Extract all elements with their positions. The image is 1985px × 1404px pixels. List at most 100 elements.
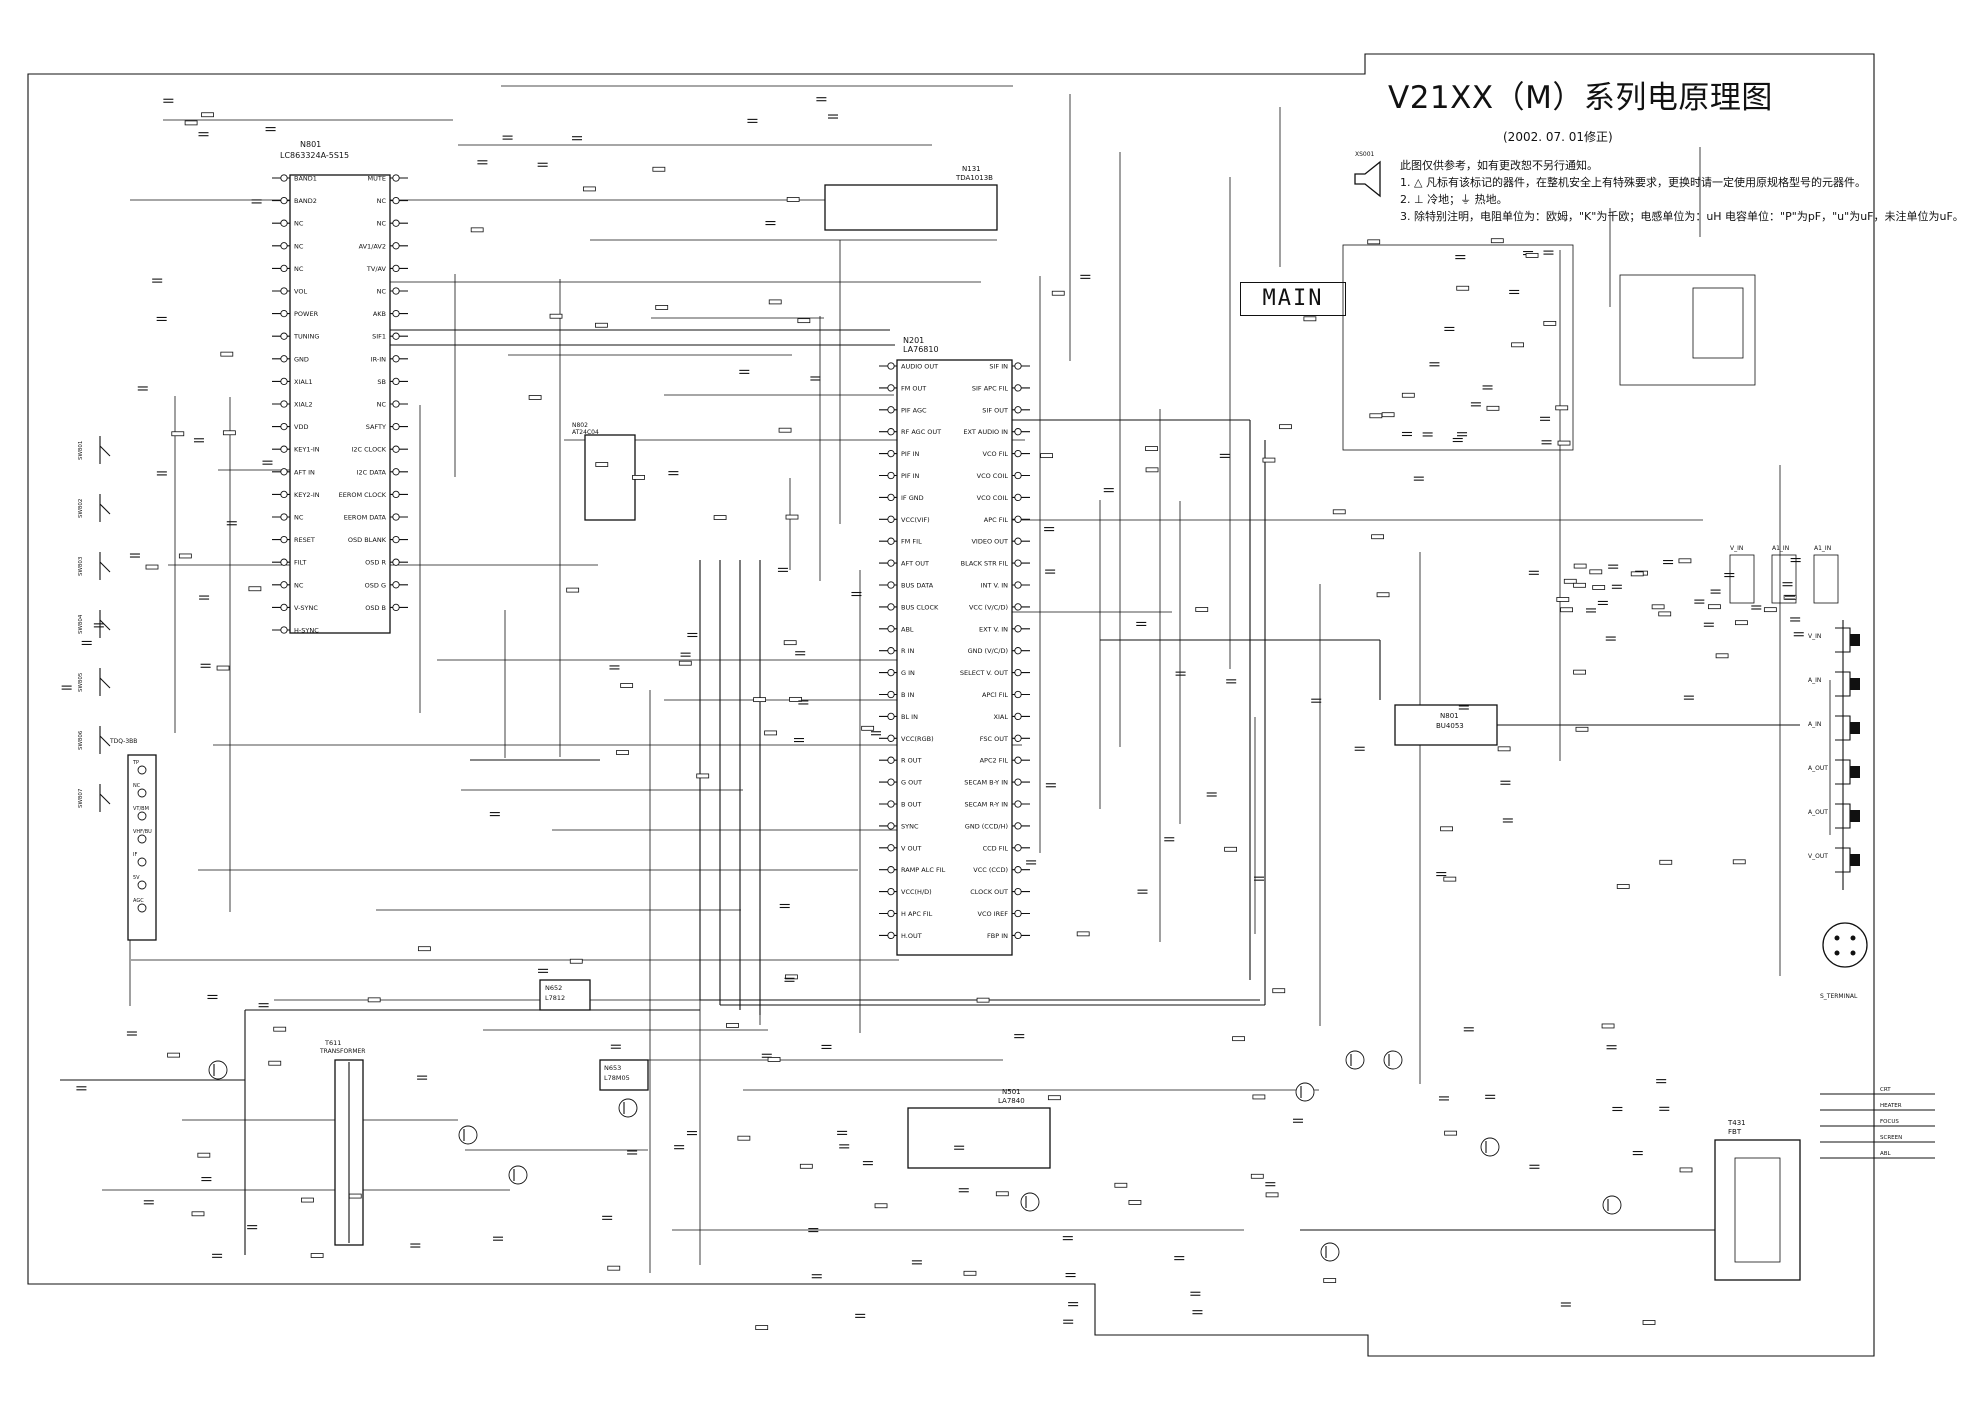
ic-right-pin-label: VCO COIL	[977, 472, 1009, 480]
ic-right-pin-label: VCC (V/C/D)	[969, 603, 1008, 611]
ic-right-pin-num	[1014, 822, 1022, 830]
mcu-left-pin-label: AFT IN	[294, 468, 315, 476]
mcu-right-pin-num	[392, 377, 400, 386]
ic-left-pin-num	[887, 712, 895, 721]
mcu-right-pin-label: OSD B	[365, 604, 386, 612]
ic-right-pin-num	[1014, 844, 1022, 852]
ic-right-pin-label: SELECT V. OUT	[960, 669, 1008, 677]
resistor-symbol	[1367, 239, 1381, 245]
ic-right-pin-label: VCO IREF	[978, 910, 1009, 918]
resistor-symbol	[652, 166, 666, 172]
switching-transformer: T611 TRANSFORMER	[319, 1039, 365, 1246]
ic-right-pin-num	[1014, 493, 1022, 502]
regulator-78m05: N653 L78M05	[599, 1059, 649, 1091]
resistor-symbol	[1195, 607, 1209, 612]
crt-label: ABL	[1880, 1151, 1892, 1157]
switch-label: SW801	[78, 441, 84, 460]
ic-right-pin-label: VCC (CCD)	[973, 866, 1008, 874]
resistor-symbol	[595, 462, 609, 467]
resistor-symbol	[1224, 846, 1237, 852]
ic-right-pin-num	[1014, 931, 1022, 940]
mcu-right-pin-num	[392, 603, 400, 612]
resistor-symbol	[607, 1265, 621, 1271]
tuner-pin	[137, 903, 147, 913]
resistor-symbol	[197, 1152, 211, 1158]
resistor-symbol	[1732, 859, 1746, 865]
mcu-right-pin-num	[392, 490, 400, 499]
ic-right-pin-label: SECAM B-Y IN	[964, 779, 1008, 787]
ic-right-pin-label: SECAM R-Y IN	[964, 801, 1008, 809]
crt-label: FOCUS	[1880, 1119, 1899, 1125]
ic-left-pin-num	[887, 756, 895, 764]
resistor-symbol	[582, 186, 596, 192]
tuner-pin	[137, 811, 147, 821]
wiring-layer	[60, 85, 1831, 1273]
tuner-pin-label: 5V	[133, 875, 140, 881]
mcu-right-pin-num	[392, 242, 400, 250]
switch-contact	[99, 677, 111, 689]
note-line: 3. 除特别注明，电阻单位为：欧姆，"K"为千欧；电感单位为：uH 电容单位："…	[1400, 210, 1964, 223]
svg-text:L78M05: L78M05	[604, 1074, 630, 1082]
schematic-title: V21XX（M）系列电原理图	[1388, 80, 1773, 116]
resistor-symbol	[1557, 440, 1571, 446]
vertical-part: LA7840	[998, 1097, 1025, 1105]
mcu-left-pin-label: KEY1-IN	[294, 446, 320, 454]
mcu-left-pin-label: V-SYNC	[294, 604, 318, 612]
mcu-left-pins: BAND1BAND2NCNCNCVOLPOWERTUNINGGNDXIAL1XI…	[272, 174, 320, 635]
ic-right-pin-num	[1014, 909, 1022, 918]
resistor-symbol	[995, 1191, 1009, 1197]
ic-right-pin-num	[1014, 537, 1022, 545]
av-switch-label: A1_IN	[1772, 545, 1789, 552]
ic-left-pin-num	[887, 428, 895, 436]
transistor-symbol	[1480, 1137, 1500, 1157]
mcu-right-pin-label: IR-IN	[371, 355, 386, 363]
resistor-symbol	[1642, 1320, 1656, 1325]
tuner-pin-label: NC	[133, 783, 141, 789]
ic-left-pin-num	[887, 625, 895, 633]
svg-text:N802: N802	[572, 422, 588, 429]
ic-left-pin-label: PIF IN	[901, 472, 920, 480]
resistor-symbol	[1265, 1192, 1279, 1198]
mcu-left-pin-num	[280, 490, 288, 499]
ic-right-pin-label: APC FIL	[984, 516, 1009, 524]
resistor-symbol	[178, 553, 192, 559]
ic-right-pin-num	[1014, 712, 1022, 721]
mcu-right-pins: MUTENCNCAV1/AV2TV/AVNCAKBSIF1IR-INSBNCSA…	[339, 174, 408, 612]
ic-left-pin-num	[887, 362, 895, 370]
mcu-right-pin-num	[392, 422, 400, 431]
resistor-symbol	[1250, 1173, 1264, 1179]
audio-amp-ref: N131	[962, 165, 981, 173]
board-label: MAIN	[1240, 282, 1346, 316]
ic-left-pin-num	[887, 844, 895, 852]
ic-left-pin-num	[887, 866, 895, 874]
resistor-symbol	[786, 197, 800, 202]
ic-right-pin-num	[1014, 887, 1022, 896]
tuner-pin	[137, 788, 147, 798]
mcu-left-pin-num	[280, 332, 288, 340]
crt-board	[1342, 244, 1756, 451]
ic-right-pin-label: EXT V. IN	[979, 625, 1008, 633]
resistor-symbol	[1252, 1094, 1266, 1100]
ic-right-pin-label: VCO FIL	[983, 450, 1009, 458]
resistor-symbol	[620, 683, 634, 688]
mcu-left-pin-num	[280, 377, 288, 386]
regulator-7812: N652 L7812	[539, 979, 591, 1011]
resistor-symbol	[1560, 607, 1573, 613]
resistor-symbol	[678, 660, 692, 666]
crt-label: HEATER	[1880, 1103, 1902, 1109]
ic-right-pin-label: CLOCK OUT	[970, 888, 1008, 896]
ic-right-pin-num	[1014, 471, 1022, 480]
resistor-symbol	[1047, 1095, 1061, 1101]
resistor-symbol	[861, 725, 875, 731]
svg-text:T431: T431	[1727, 1119, 1746, 1127]
svg-text:N653: N653	[604, 1064, 621, 1072]
mcu-right-pin-label: TV/AV	[366, 265, 387, 273]
resistor-symbol	[528, 395, 542, 400]
ic-right-pin-label: APC2 FIL	[980, 757, 1009, 765]
mcu-left-pin-label: NC	[294, 265, 304, 273]
av-switch-ref: N801	[1440, 712, 1459, 720]
ic-right-pin-label: CCD FIL	[983, 844, 1009, 852]
